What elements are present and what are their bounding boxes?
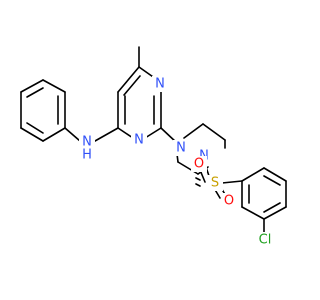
atom-labels: N N N H N N S O O Cl (79, 76, 276, 248)
bond-ph-6 (42, 127, 66, 142)
molecule-structure: N N N H N N S O O Cl (20, 46, 287, 248)
bond-pip-1 (183, 123, 204, 139)
atom-oxygen-bottom: O (224, 194, 234, 209)
bond-ph-5 (20, 127, 44, 142)
bond-ar-4-double (263, 202, 281, 213)
bond-nh-phenyl (64, 127, 81, 142)
bond-ph-3 (20, 79, 44, 93)
atom-sulfur: S (211, 176, 219, 191)
atom-oxygen-top: O (194, 157, 204, 172)
bond-ph-5-double (26, 122, 44, 134)
atom-n-amine: N (82, 135, 92, 150)
bond-ar-1 (241, 167, 265, 182)
bond-c5-c6-double (123, 75, 141, 96)
bond-s-aryl (221, 180, 243, 184)
bond-ph-3-double (26, 87, 44, 98)
bond-n3-c4 (117, 127, 134, 139)
bond-c2-n3 (144, 127, 162, 139)
atom-n-pyrimidine-left: N (134, 133, 144, 148)
bond-s-o-left-b (195, 183, 201, 187)
bond-ph-2 (42, 79, 66, 93)
atom-chlorine: Cl (259, 233, 272, 248)
bond-pip-2 (202, 123, 226, 141)
structure-canvas: N N N H N N S O O Cl (20, 46, 287, 248)
bond-s-o-left-a (195, 177, 201, 181)
bond-ar-5 (241, 206, 265, 220)
bond-c5-c6 (117, 66, 140, 93)
bond-ar-2-double (263, 175, 281, 186)
atom-n-piperazine-left: N (176, 141, 186, 156)
atom-h-amine: H (82, 148, 92, 163)
bonds (20, 46, 287, 233)
bond-ar-4 (263, 206, 287, 220)
atom-n-pyrimidine-top: N (155, 77, 165, 92)
bond-c4-nh (94, 127, 119, 142)
bond-ar-2 (263, 167, 287, 182)
